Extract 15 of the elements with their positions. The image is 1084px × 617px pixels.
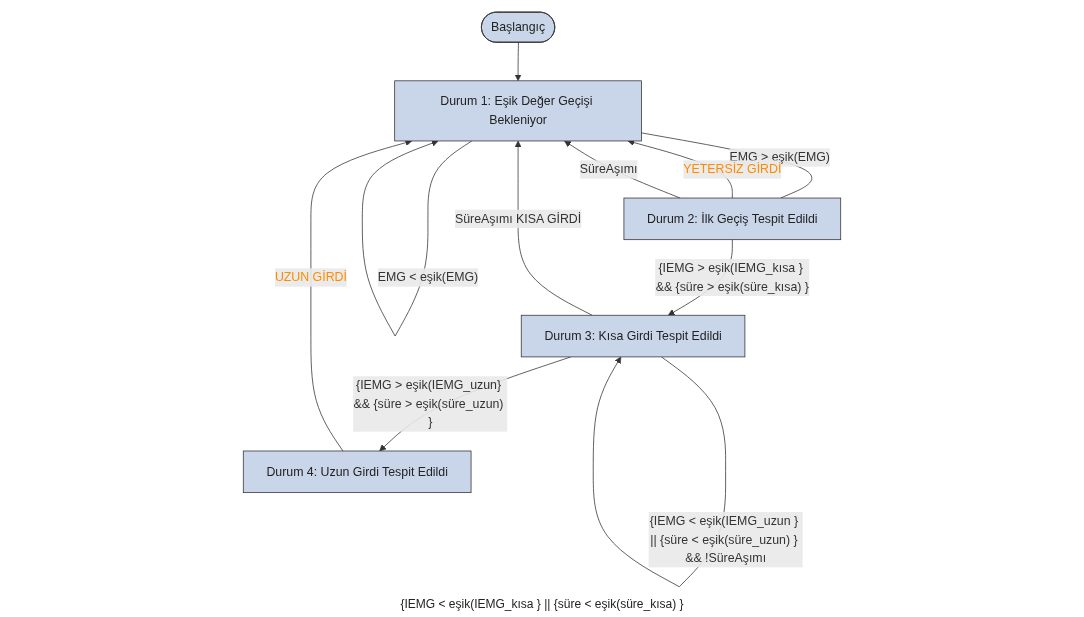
- node-box: Durum 4: Uzun Girdi Tespit Edildi: [242, 450, 472, 493]
- node-box: Durum 1: Eşik Değer Geçişi Bekleniyor: [394, 80, 642, 142]
- edge-label: EMG < eşik(EMG): [377, 270, 479, 284]
- edge-label: YETERSİZ GİRDİ: [683, 162, 782, 176]
- node-box: Durum 3: Kısa Girdi Tespit Edildi: [520, 314, 746, 358]
- edge-label: {IEMG > eşik(IEMG_kısa } && {süre > eşik(süre_kısa) }: [655, 261, 809, 293]
- connector: [641, 132, 813, 199]
- edge-label: EMG > eşik(EMG): [729, 150, 830, 164]
- edge-label: {IEMG > eşik(IEMG_uzun} && {süre > eşik(süre_uzun) }: [353, 378, 504, 429]
- edge-label: {IEMG < eşik(IEMG_uzun } || {süre < eşik(süre_uzun) } && !SüreAşımı: [649, 514, 799, 565]
- edge-label: SüreAşımı: [579, 162, 638, 176]
- node-box: Durum 2: İlk Geçiş Tespit Edildi: [623, 197, 842, 241]
- edge-label: SüreAşımı KISA GİRDİ: [454, 211, 582, 226]
- edge-label: UZUN GİRDİ: [274, 270, 347, 284]
- condition-note: {IEMG < eşik(IEMG_kısa } || {süre < eşik(süre_kısa) }: [400, 597, 684, 611]
